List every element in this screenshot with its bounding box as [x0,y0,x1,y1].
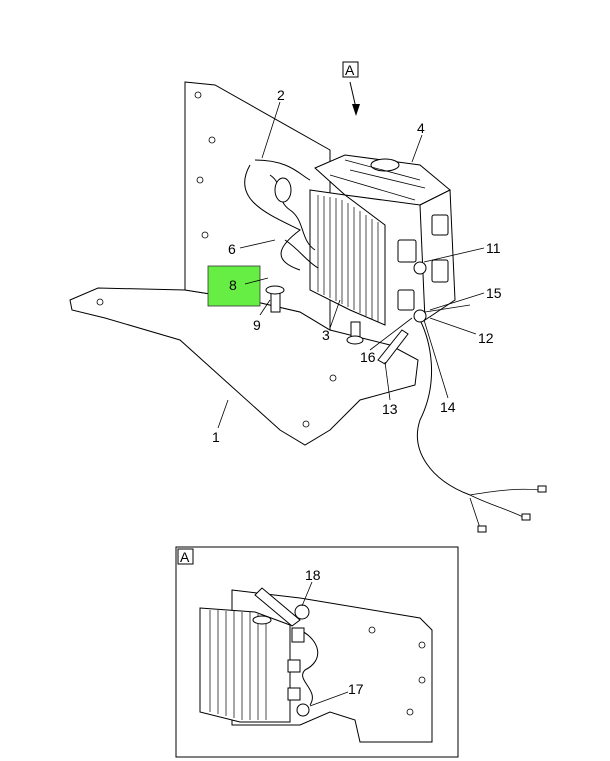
view-a-label: A [345,62,355,78]
callout-15: 15 [486,285,502,301]
callout-18: 18 [305,567,321,583]
callout-11: 11 [486,240,501,256]
callout-16: 16 [360,349,376,365]
callout-3: 3 [322,327,330,343]
leader-lines [217,101,485,429]
callout-6: 6 [228,241,236,257]
inset-view-a: A 18 17 [175,546,459,758]
controller-side [419,189,456,321]
main-view: A 2 4 6 8 9 3 11 15 1 [69,61,547,533]
callout-8: 8 [229,277,237,293]
view-a-indicator: A [342,61,360,116]
inset-a-label: A [180,549,190,565]
callout-14: 14 [440,399,456,415]
callout-17: 17 [348,681,364,697]
callout-4: 4 [417,120,425,136]
callout-12: 12 [478,330,494,346]
wire-harness [244,159,311,271]
callout-1: 1 [212,429,220,445]
highlight-8 [207,265,261,307]
callout-13: 13 [382,401,398,417]
inset-fins [209,610,267,720]
heat-sink-fins [317,195,379,322]
callout-9: 9 [253,317,261,333]
callout-2: 2 [277,87,285,103]
